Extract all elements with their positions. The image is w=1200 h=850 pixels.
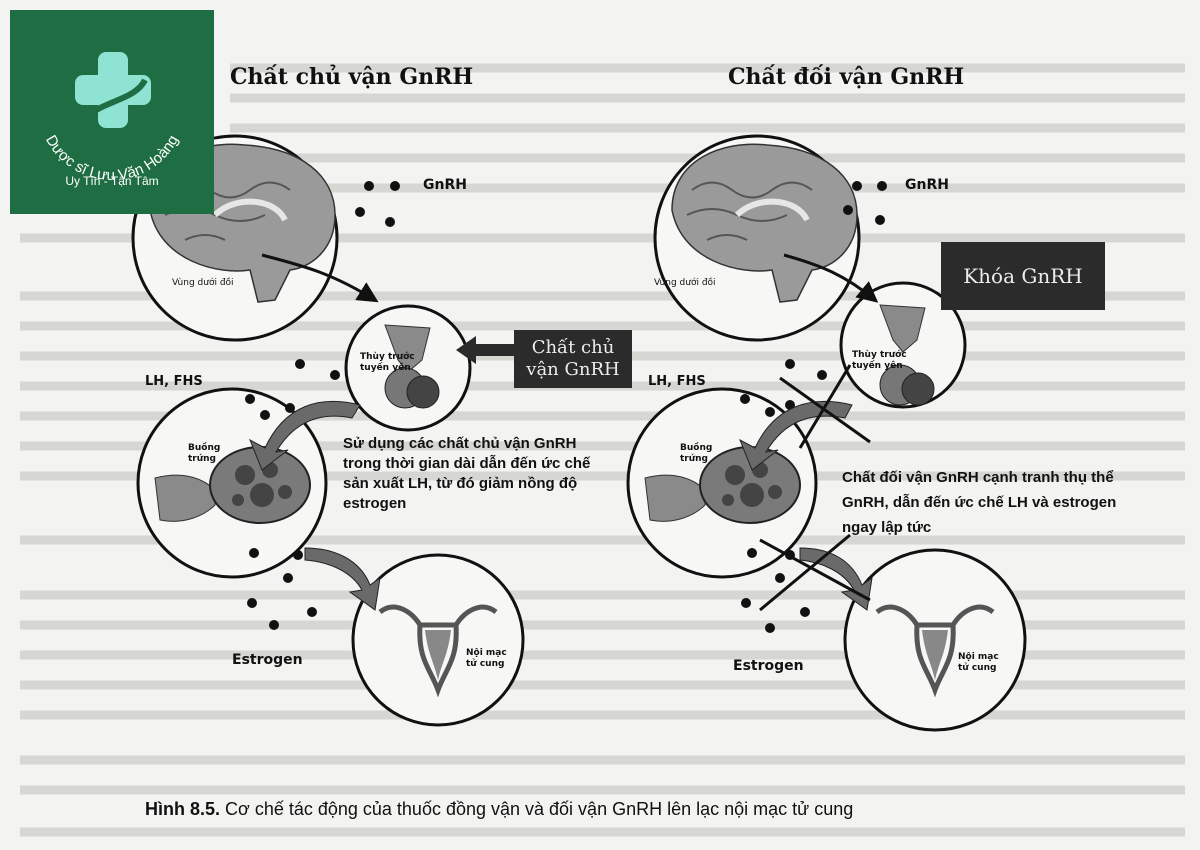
right-description: Chất đối vận GnRH cạnh tranh thụ thể GnR…: [842, 469, 1117, 536]
figure-caption: Hình 8.5. Cơ chế tác động của thuốc đồng…: [145, 799, 853, 820]
left-endometrium-label: Nội mạc tử cung: [466, 648, 507, 669]
right-estrogen-dots: [741, 548, 810, 633]
right-arrow-brain-to-pituitary: [783, 253, 879, 303]
right-block-box: Khóa GnRH: [941, 242, 1105, 310]
right-uterus: [843, 548, 1027, 732]
caption-text: Cơ chế tác động của thuốc đồng vận và đố…: [220, 799, 854, 819]
left-gnrh-dots: [355, 181, 400, 227]
left-estrogen-dots: [247, 548, 317, 630]
left-arrow-pituitary-to-ovary: [249, 400, 361, 471]
right-hypothalamus-label: Vùng dưới đồi: [654, 278, 716, 288]
left-description: Sử dụng các chất chủ vận GnRH trong thời…: [343, 435, 591, 512]
left-pituitary: [344, 304, 472, 432]
right-endometrium-label: Nội mạc tử cung: [958, 652, 999, 673]
left-arrow-brain-to-pituitary: [261, 253, 379, 303]
right-pituitary: [839, 281, 967, 409]
left-agonist-box: Chất chủ vận GnRH: [514, 330, 632, 388]
right-brain: [653, 134, 861, 342]
left-estrogen-label: Estrogen: [232, 652, 303, 668]
right-pituitary-label: Thùy trước tuyến yên: [852, 350, 907, 371]
left-ovary-label: Buồng trứng: [188, 443, 221, 464]
logo-brand-text: Dược sĩ Lưu Văn Hoàng: [42, 132, 182, 184]
right-block-crosses: [759, 364, 871, 612]
caption-label: Hình 8.5.: [145, 799, 221, 819]
right-gnrh-label: GnRH: [905, 177, 949, 193]
right-gnrh-dots: [843, 181, 887, 225]
right-lh-label: LH, FHS: [648, 374, 706, 389]
left-agonist-arrow: [456, 336, 514, 364]
left-lh-dots: [245, 359, 340, 420]
left-title: Chất chủ vận GnRH: [230, 64, 474, 90]
right-title: Chất đối vận GnRH: [728, 64, 965, 90]
left-pituitary-label: Thùy trước tuyến yên: [360, 352, 415, 373]
right-ovary-label: Buồng trứng: [680, 443, 713, 464]
left-uterus: [351, 553, 525, 727]
right-estrogen-label: Estrogen: [733, 658, 804, 674]
logo-tagline: Uy Tín - Tận Tâm: [65, 174, 159, 188]
left-hypothalamus-label: Vùng dưới đồi: [172, 278, 234, 288]
brand-logo: Dược sĩ Lưu Văn Hoàng Uy Tín - Tận Tâm: [10, 10, 214, 214]
right-arrow-ovary-to-uterus: [799, 547, 873, 611]
medical-cross-icon: [75, 52, 151, 128]
left-lh-label: LH, FHS: [145, 374, 203, 389]
left-gnrh-label: GnRH: [423, 177, 467, 193]
left-arrow-ovary-to-uterus: [304, 547, 381, 611]
right-lh-dots: [740, 359, 827, 417]
